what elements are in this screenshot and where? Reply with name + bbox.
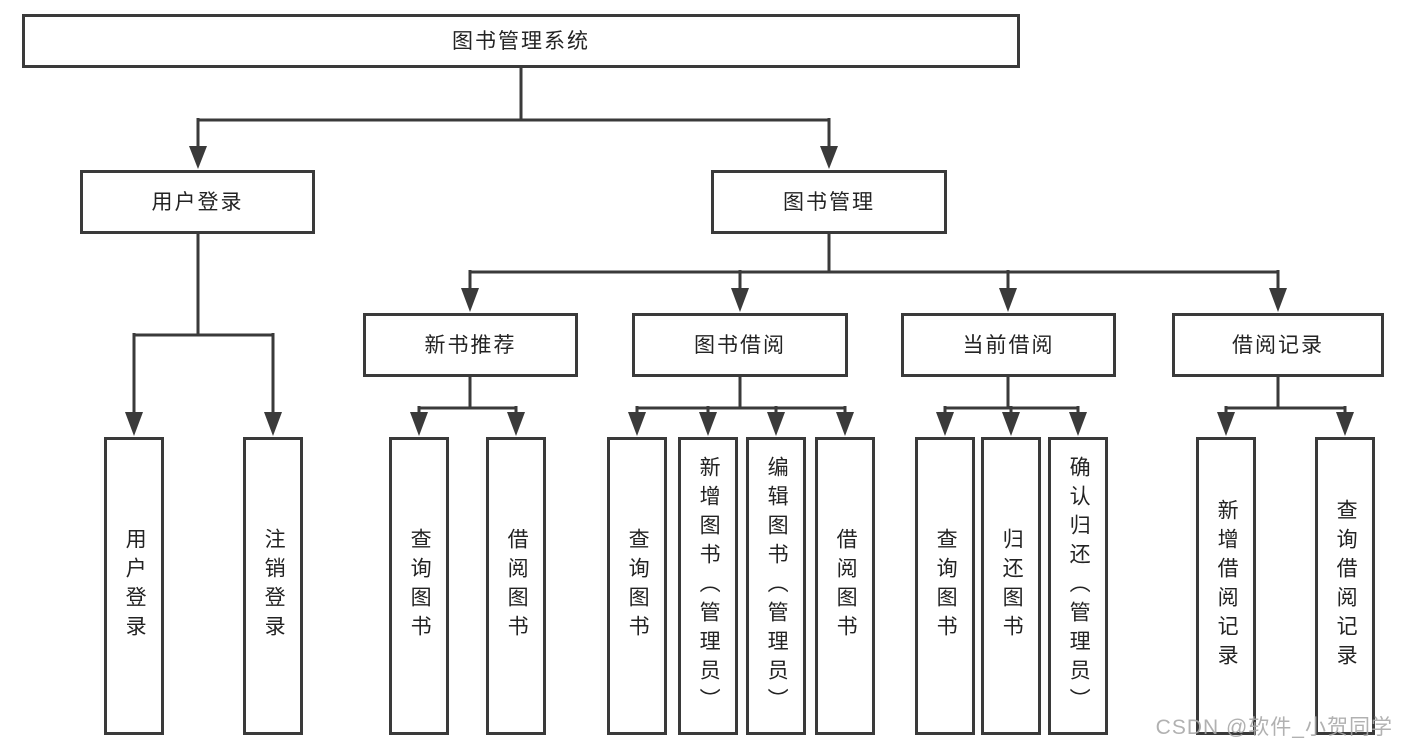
node-root: 图书管理系统 — [22, 14, 1020, 68]
node-rec-query-book: 查询图书 — [389, 437, 449, 735]
tree-edges — [132, 68, 1347, 414]
node-new-book-recommend: 新书推荐 — [363, 313, 578, 377]
node-login: 用户登录 — [104, 437, 164, 735]
node-bb-query-book-label: 查询图书 — [626, 528, 650, 644]
arrowheads — [125, 146, 1354, 436]
node-cb-query-book-label: 查询图书 — [934, 528, 958, 644]
node-logout-label: 注销登录 — [262, 528, 286, 644]
node-borrow-record-label: 借阅记录 — [1232, 333, 1324, 357]
node-current-borrow-label: 当前借阅 — [962, 333, 1055, 357]
node-user-login-label: 用户登录 — [151, 190, 244, 214]
node-br-add-record-label: 新增借阅记录 — [1215, 499, 1239, 673]
node-cb-return-book-label: 归还图书 — [1000, 528, 1024, 644]
node-cb-confirm-return-label: 确认归还（管理员） — [1067, 455, 1091, 717]
node-new-book-recommend-label: 新书推荐 — [424, 333, 517, 357]
node-book-management: 图书管理 — [711, 170, 947, 234]
node-rec-query-book-label: 查询图书 — [408, 528, 432, 644]
node-br-add-record: 新增借阅记录 — [1196, 437, 1256, 735]
node-br-query-record: 查询借阅记录 — [1315, 437, 1375, 735]
node-bb-add-book: 新增图书（管理员） — [678, 437, 738, 735]
node-user-login: 用户登录 — [80, 170, 315, 234]
node-cb-confirm-return: 确认归还（管理员） — [1048, 437, 1108, 735]
node-br-query-record-label: 查询借阅记录 — [1334, 499, 1358, 673]
node-book-borrow: 图书借阅 — [632, 313, 848, 377]
node-bb-add-book-label: 新增图书（管理员） — [697, 455, 721, 717]
node-rec-borrow-book-label: 借阅图书 — [505, 528, 529, 644]
node-bb-borrow-book: 借阅图书 — [815, 437, 875, 735]
node-current-borrow: 当前借阅 — [901, 313, 1116, 377]
node-bb-edit-book-label: 编辑图书（管理员） — [765, 455, 789, 717]
node-bb-query-book: 查询图书 — [607, 437, 667, 735]
node-bb-borrow-book-label: 借阅图书 — [834, 528, 858, 644]
node-cb-return-book: 归还图书 — [981, 437, 1041, 735]
node-logout: 注销登录 — [243, 437, 303, 735]
node-bb-edit-book: 编辑图书（管理员） — [746, 437, 806, 735]
node-login-label: 用户登录 — [123, 528, 147, 644]
node-borrow-record: 借阅记录 — [1172, 313, 1384, 377]
node-book-borrow-label: 图书借阅 — [694, 333, 786, 357]
csdn-watermark: CSDN @软件_小贺同学 — [1155, 716, 1393, 739]
node-rec-borrow-book: 借阅图书 — [486, 437, 546, 735]
node-root-label: 图书管理系统 — [452, 29, 590, 53]
node-book-management-label: 图书管理 — [783, 190, 875, 214]
node-cb-query-book: 查询图书 — [915, 437, 975, 735]
